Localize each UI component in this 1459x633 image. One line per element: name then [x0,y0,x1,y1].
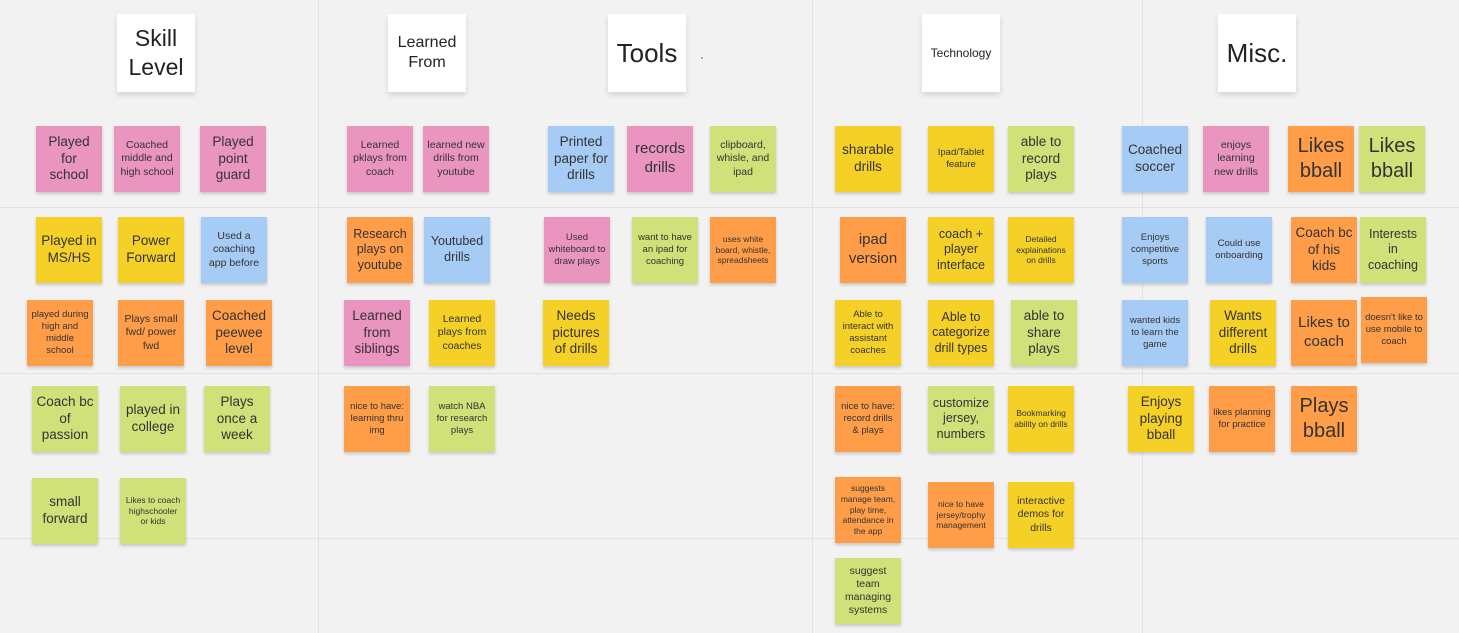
sticky-note[interactable]: uses white board, whistle, spreadsheets [710,217,776,283]
sticky-note[interactable]: interactive demos for drills [1008,482,1074,548]
sticky-note[interactable]: Used whiteboard to draw plays [544,217,610,283]
sticky-note[interactable]: nice to have jersey/trophy management [928,482,994,548]
sticky-note[interactable]: likes planning for practice [1209,386,1275,452]
sticky-note[interactable]: Learned from siblings [344,300,410,366]
sticky-note[interactable]: able to record plays [1008,126,1074,192]
sticky-note[interactable]: Wants different drills [1210,300,1276,366]
sticky-note[interactable]: Likes bball [1359,126,1425,192]
sticky-note[interactable]: nice to have: record drills & plays [835,386,901,452]
header-misc[interactable]: Misc. [1218,14,1296,92]
sticky-note[interactable]: Coached middle and high school [114,126,180,192]
board-dot [701,57,703,59]
sticky-note[interactable]: Power Forward [118,217,184,283]
sticky-note[interactable]: Coached peewee level [206,300,272,366]
header-learned-from[interactable]: Learned From [388,14,466,92]
sticky-note[interactable]: able to share plays [1011,300,1077,366]
sticky-note[interactable]: Plays small fwd/ power fwd [118,300,184,366]
sticky-note[interactable]: learned new drills from youtube [423,126,489,192]
sticky-note[interactable]: enjoys learning new drills [1203,126,1269,192]
sticky-note[interactable]: ipad version [840,217,906,283]
sticky-note[interactable]: Played point guard [200,126,266,192]
sticky-note[interactable]: customize jersey, numbers [928,386,994,452]
sticky-note[interactable]: Plays bball [1291,386,1357,452]
sticky-note[interactable]: Printed paper for drills [548,126,614,192]
sticky-note[interactable]: Enjoys playing bball [1128,386,1194,452]
sticky-note[interactable]: Coached soccer [1122,126,1188,192]
sticky-note[interactable]: Played in MS/HS [36,217,102,283]
grid-line [0,207,1459,208]
sticky-note[interactable]: Could use onboarding [1206,217,1272,283]
sticky-note[interactable]: Likes bball [1288,126,1354,192]
sticky-note[interactable]: Learned plays from coaches [429,300,495,366]
header-tools[interactable]: Tools [608,14,686,92]
sticky-note[interactable]: Ipad/Tablet feature [928,126,994,192]
header-technology[interactable]: Technology [922,14,1000,92]
sticky-note[interactable]: Coach bc of passion [32,386,98,452]
sticky-note[interactable]: suggests manage team, play time, attenda… [835,477,901,543]
grid-line [0,373,1459,374]
sticky-note[interactable]: wanted kids to learn the game [1122,300,1188,366]
sticky-note[interactable]: clipboard, whisle, and ipad [710,126,776,192]
sticky-note[interactable]: small forward [32,478,98,544]
sticky-note[interactable]: records drills [627,126,693,192]
sticky-note[interactable]: played during high and middle school [27,300,93,366]
sticky-note[interactable]: Enjoys competitive sports [1122,217,1188,283]
sticky-note[interactable]: Bookmarking ability on drills [1008,386,1074,452]
sticky-note[interactable]: Used a coaching app before [201,217,267,283]
grid-line [812,0,813,633]
sticky-note[interactable]: Youtubed drills [424,217,490,283]
sticky-note[interactable]: Learned pklays from coach [347,126,413,192]
sticky-note[interactable]: Played for school [36,126,102,192]
sticky-note[interactable]: Interests in coaching [1360,217,1426,283]
sticky-note[interactable]: sharable drills [835,126,901,192]
sticky-note[interactable]: Detailed explainations on drills [1008,217,1074,283]
grid-line [318,0,319,633]
sticky-note[interactable]: Research plays on youtube [347,217,413,283]
sticky-note[interactable]: Coach bc of his kids [1291,217,1357,283]
sticky-note[interactable]: Able to categorize drill types [928,300,994,366]
sticky-note[interactable]: nice to have: learning thru img [344,386,410,452]
header-skill-level[interactable]: Skill Level [117,14,195,92]
sticky-note[interactable]: Plays once a week [204,386,270,452]
sticky-note[interactable]: Able to interact with assistant coaches [835,300,901,366]
sticky-note[interactable]: coach + player interface [928,217,994,283]
grid-line [0,538,1459,539]
sticky-note[interactable]: played in college [120,386,186,452]
sticky-note[interactable]: suggest team managing systems [835,558,901,624]
sticky-note[interactable]: Needs pictures of drills [543,300,609,366]
sticky-note[interactable]: Likes to coach [1291,300,1357,366]
sticky-note[interactable]: watch NBA for research plays [429,386,495,452]
sticky-note[interactable]: want to have an ipad for coaching [632,217,698,283]
sticky-note[interactable]: doesn't like to use mobile to coach [1361,297,1427,363]
sticky-note[interactable]: Likes to coach highschooler or kids [120,478,186,544]
